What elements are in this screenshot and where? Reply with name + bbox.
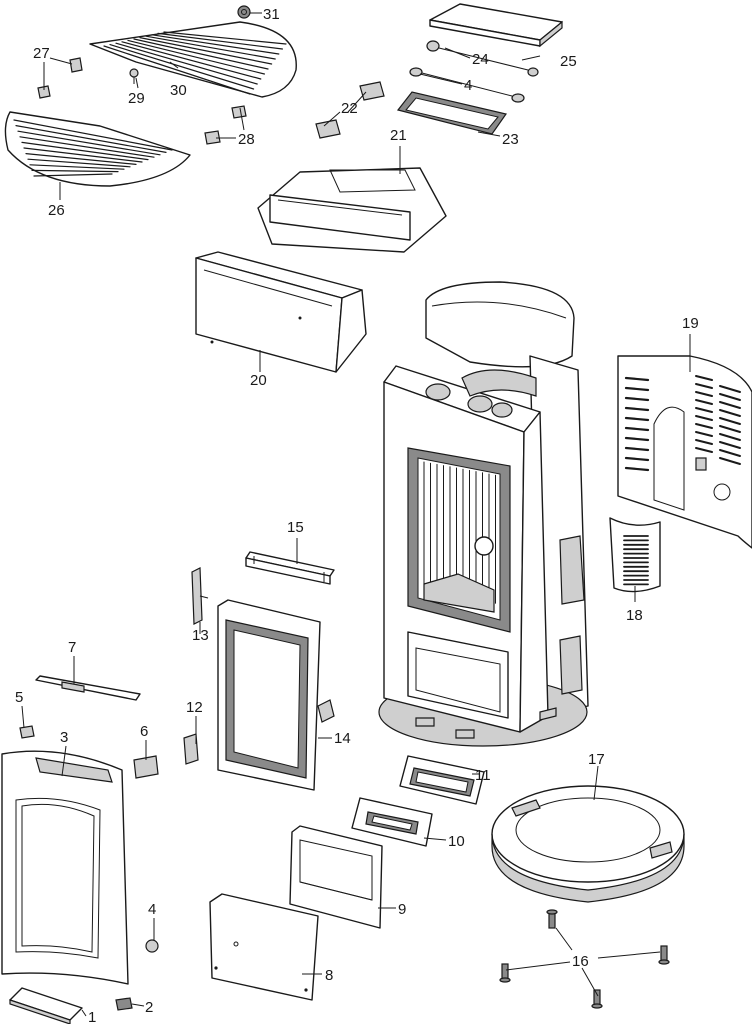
callout-29: 29 — [128, 90, 145, 107]
part-2-clip — [115, 997, 133, 1011]
callout-18: 18 — [626, 607, 643, 624]
part-26-top-grille — [4, 111, 191, 187]
part-7-bar — [35, 675, 141, 701]
part-15-bracket — [245, 551, 335, 585]
part-1-trim — [9, 987, 83, 1024]
callout-17: 17 — [588, 751, 605, 768]
callout-24: 24 — [472, 51, 489, 68]
callout-20: 20 — [250, 372, 267, 389]
callout-21: 21 — [390, 127, 407, 144]
part-19-back-panel — [617, 355, 752, 549]
part-28-clips — [204, 105, 247, 145]
part-30-top-grille — [89, 21, 297, 98]
part-3-front-panel — [1, 750, 129, 985]
callout-11: 11 — [475, 767, 491, 784]
part-31-knob — [237, 5, 251, 19]
part-21-top-plate — [257, 167, 447, 253]
callout-1: 1 — [88, 1009, 96, 1024]
callout-27: 27 — [33, 45, 50, 62]
callout-8: 8 — [325, 967, 333, 984]
callout-labels: 31 27 29 30 28 26 25 24 4 22 23 21 20 19… — [15, 6, 699, 1024]
part-12-hinge — [183, 733, 199, 765]
callout-6: 6 — [140, 723, 148, 740]
callout-22: 22 — [341, 100, 358, 117]
part-6-bracket — [133, 755, 159, 779]
callout-10: 10 — [448, 833, 465, 850]
part-14-door — [217, 599, 335, 791]
leader-lines — [21, 12, 691, 1017]
part-23-gasket — [396, 91, 507, 135]
callout-5: 5 — [15, 689, 23, 706]
callout-15: 15 — [287, 519, 304, 536]
callout-7: 7 — [68, 639, 76, 656]
callout-9: 9 — [398, 901, 406, 918]
callout-28: 28 — [238, 131, 255, 148]
callout-3: 3 — [60, 729, 68, 746]
callout-12: 12 — [186, 699, 203, 716]
callout-4-lower: 4 — [148, 901, 156, 918]
part-9-glass-frame — [289, 825, 383, 929]
callout-19: 19 — [682, 315, 699, 332]
callout-16: 16 — [572, 953, 589, 970]
part-25-top-lid — [429, 3, 563, 48]
part-8-plate — [209, 893, 319, 1001]
callout-30: 30 — [170, 82, 187, 99]
stove-body-assembly — [378, 281, 589, 747]
part-4-bushing-lower — [145, 939, 159, 953]
part-27-clips — [37, 57, 83, 99]
callout-2: 2 — [145, 999, 153, 1016]
part-18-lower-panel — [609, 517, 661, 593]
callout-26: 26 — [48, 202, 65, 219]
callout-23: 23 — [502, 131, 519, 148]
part-13-hinge — [191, 567, 209, 625]
part-29-screw — [129, 68, 139, 84]
callout-31: 31 — [263, 6, 280, 23]
part-4-bushing-top — [409, 67, 525, 103]
part-10-gasket-plate — [351, 797, 433, 847]
part-22-brackets — [315, 81, 385, 139]
callout-13: 13 — [192, 627, 209, 644]
part-11-flange — [399, 755, 485, 805]
part-20-box — [195, 251, 367, 373]
callout-14: 14 — [334, 730, 351, 747]
part-17-base-ring — [491, 785, 685, 903]
callout-4-top: 4 — [464, 77, 472, 94]
part-16-feet — [499, 909, 670, 1009]
part-5-clip — [19, 725, 35, 739]
callout-25: 25 — [560, 53, 577, 70]
